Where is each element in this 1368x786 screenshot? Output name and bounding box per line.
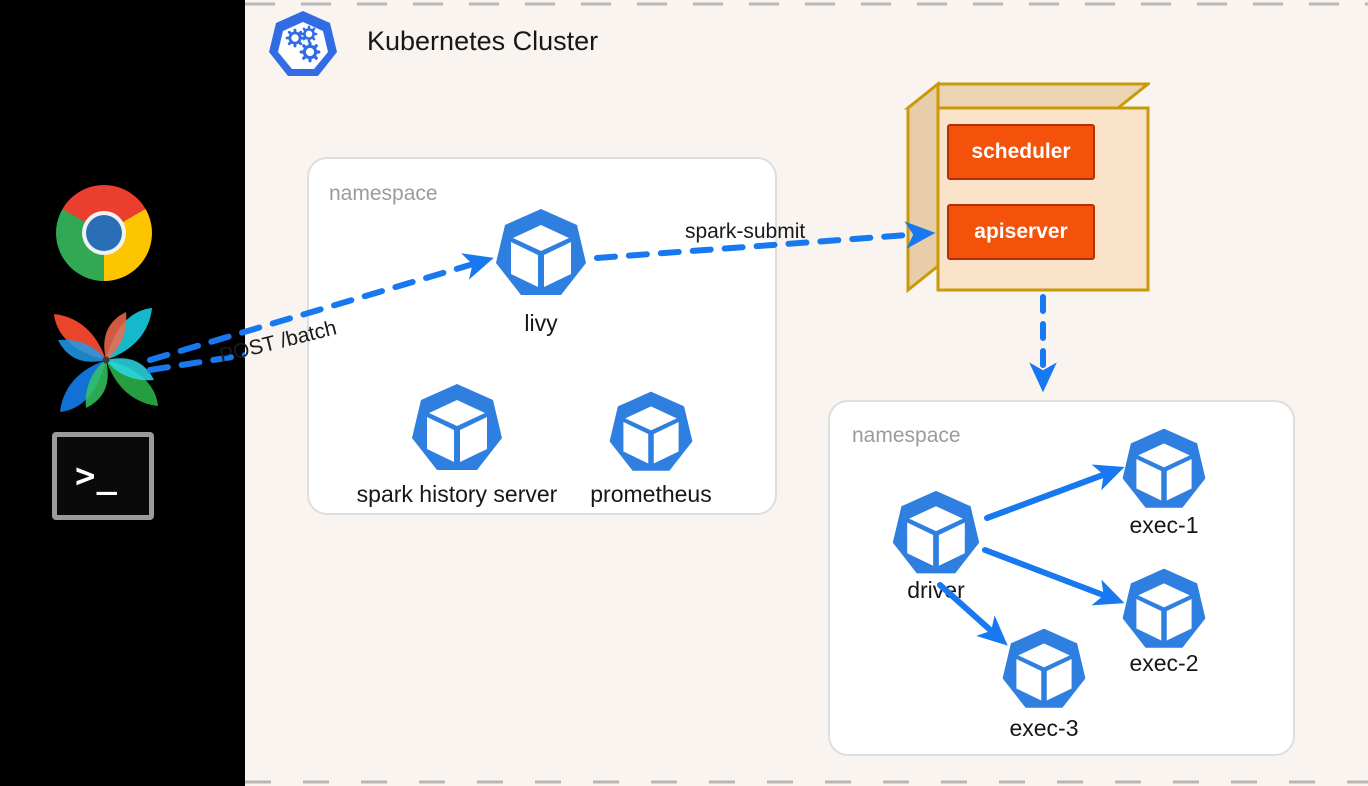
control-plane-apiserver[interactable]: apiserver [947,204,1095,260]
control-plane-3d-shape [903,80,1153,294]
pod-exec-1[interactable] [1118,425,1210,517]
pod-label-driver: driver [907,577,965,603]
pod-label-livy: livy [524,310,558,336]
desktop-dock: >_ [0,0,248,786]
pod-icon-exec-1 [1122,428,1206,508]
kubernetes-logo-icon [269,11,337,76]
cluster-canvas: Kubernetes Cluster namespace namespace s… [147,0,1368,786]
page-title: Kubernetes Cluster [367,26,599,56]
bottom-ruler-ticks [245,780,1368,784]
airflow-icon[interactable] [50,308,162,416]
airflow-pinwheel-svg [54,308,158,412]
pod-exec-2[interactable] [1118,565,1210,657]
control-plane-scheduler[interactable]: scheduler [947,124,1095,180]
edge-label-spark-submit: spark-submit [685,220,806,243]
pod-label-exec-3: exec-3 [1009,715,1079,741]
pod-icon-exec-2 [1122,568,1206,648]
chrome-icon[interactable] [56,185,152,281]
pod-label-spark-history-server: spark history server [356,481,558,507]
control-plane-box: scheduler apiserver [900,80,1153,295]
pod-icon-exec-3 [1002,628,1086,708]
pod-spark-history-server[interactable] [407,380,507,480]
namespace-label-apps: namespace [329,182,438,205]
terminal-prompt-glyph: >_ [75,456,118,496]
pod-exec-3[interactable] [998,625,1090,717]
pod-icon-spark-history-server [412,384,502,470]
namespace-label-executors: namespace [852,424,961,447]
pod-driver[interactable] [888,487,984,583]
pod-livy[interactable] [491,205,591,305]
pod-icon-prometheus [609,391,693,471]
pod-prometheus[interactable] [605,388,697,480]
terminal-icon[interactable]: >_ [52,432,154,520]
top-ruler-ticks [245,2,1368,6]
pod-label-exec-1: exec-1 [1129,512,1199,538]
pod-icon-driver [892,490,980,574]
pod-icon-livy [496,209,586,295]
pod-label-prometheus: prometheus [590,481,712,507]
pod-label-exec-2: exec-2 [1129,650,1199,676]
chrome-blue-center [86,215,122,251]
